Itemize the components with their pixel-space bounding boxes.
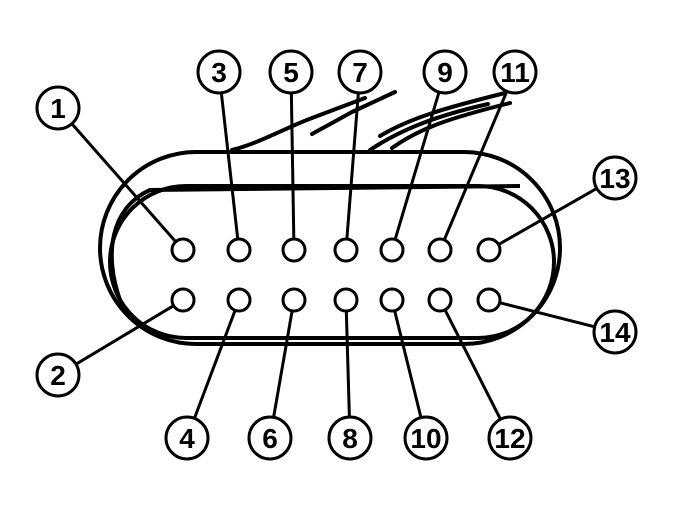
leader-line-pin-14: [499, 301, 596, 329]
pin-callout-11: 11: [492, 49, 538, 95]
pins-layer: [170, 237, 502, 313]
pin-callout-circle: [164, 415, 210, 461]
pin-callout-5: 5: [268, 49, 314, 95]
leader-line-pin-8: [344, 310, 351, 418]
pin-callout-circle: [492, 49, 538, 95]
leader-line-pin-6: [272, 310, 294, 418]
pin-14: [476, 287, 502, 313]
leader-line-pin-10: [393, 310, 423, 418]
pin-callout-circle: [592, 309, 638, 355]
pin-callout-12: 12: [487, 415, 533, 461]
pin-10: [379, 287, 405, 313]
leader-line-pin-7: [345, 92, 360, 240]
leader-line-pin-13: [497, 187, 598, 246]
pin-13: [476, 237, 502, 263]
connector-face: [108, 184, 556, 340]
pin-8: [333, 287, 359, 313]
pin-callout-7: 7: [337, 49, 383, 95]
pin-callout-13: 13: [592, 155, 638, 201]
wire-harness: [230, 90, 512, 152]
pin-number-label: 9: [437, 57, 453, 88]
pin-callout-8: 8: [327, 415, 373, 461]
leader-lines-layer: [70, 90, 598, 420]
pin-number-label: 8: [342, 423, 358, 454]
pin-callout-circle: [35, 352, 81, 398]
connector-housing: [98, 150, 562, 346]
leader-line-pin-4: [193, 309, 237, 419]
pin-callout-1: 1: [35, 85, 81, 131]
pin-callout-circle: [247, 415, 293, 461]
pin-5: [281, 237, 307, 263]
pin-callout-14: 14: [592, 309, 638, 355]
pin-number-label: 12: [494, 423, 525, 454]
leader-line-pin-1: [70, 122, 177, 243]
pin-4: [226, 287, 252, 313]
pin-callout-3: 3: [196, 49, 242, 95]
pin-callout-4: 4: [164, 415, 210, 461]
pin-3: [226, 237, 252, 263]
pin-callout-circle: [196, 49, 242, 95]
pin-callout-circle: [487, 415, 533, 461]
pin-callout-circle: [35, 85, 81, 131]
pin-number-label: 5: [283, 57, 299, 88]
pin-callout-9: 9: [422, 49, 468, 95]
pin-2: [170, 287, 196, 313]
pin-callout-circle: [422, 49, 468, 95]
pin-number-label: 11: [500, 57, 530, 88]
pin-11: [427, 237, 453, 263]
pin-number-label: 1: [50, 93, 66, 124]
leader-line-pin-9: [393, 91, 441, 240]
pin-number-label: 7: [352, 57, 368, 88]
pin-number-label: 13: [599, 163, 630, 194]
connector-outer-shell: [98, 150, 562, 346]
pin-number-label: 2: [50, 360, 66, 391]
pin-6: [281, 287, 307, 313]
pin-number-label: 3: [211, 57, 227, 88]
pin-number-label: 10: [410, 423, 441, 454]
leader-line-pin-3: [219, 92, 240, 240]
leader-line-pin-12: [443, 309, 502, 420]
pin-12: [427, 287, 453, 313]
leader-line-pin-2: [75, 304, 175, 366]
pin-callout-circle: [337, 49, 383, 95]
leader-line-pin-5: [289, 92, 296, 240]
pin-number-label: 6: [262, 423, 278, 454]
pin-9: [379, 237, 405, 263]
pin-number-label: 14: [599, 317, 631, 348]
pin-1: [170, 237, 196, 263]
pin-callout-circle: [403, 415, 449, 461]
pin-number-label: 4: [179, 423, 195, 454]
pin-callout-circle: [268, 49, 314, 95]
pin-callout-2: 2: [35, 352, 81, 398]
pin-callout-6: 6: [247, 415, 293, 461]
pin-callout-circle: [327, 415, 373, 461]
pin-callout-10: 10: [403, 415, 449, 461]
pin-7: [333, 237, 359, 263]
pin-callout-circle: [592, 155, 638, 201]
leader-line-pin-11: [442, 90, 509, 241]
